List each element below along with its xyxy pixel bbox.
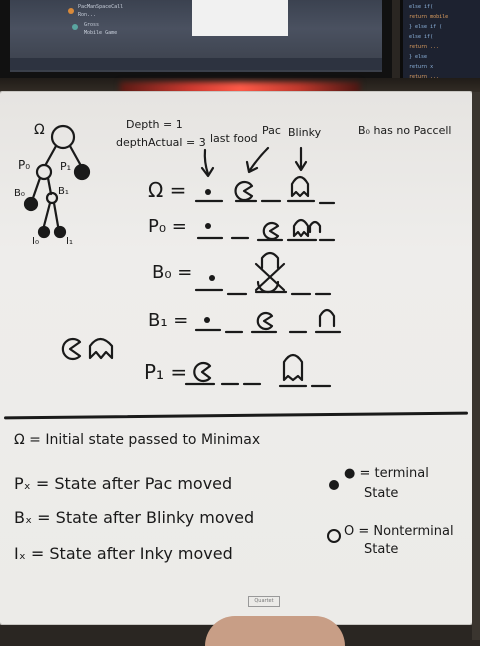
ghost-icon: [290, 175, 310, 198]
food-dot-icon: [204, 317, 210, 323]
legend-ix: Iₓ = State after Inky moved: [14, 544, 233, 563]
legend-px: Pₓ = State after Pac moved: [14, 474, 233, 493]
screen-text: Gross: [84, 22, 100, 28]
tree-edge: [68, 144, 82, 166]
legend-bx: Bₓ = State after Blinky moved: [14, 508, 255, 527]
pacman-icon: [262, 221, 280, 241]
tree-p1-label: P₁: [60, 160, 72, 173]
tree-edge: [46, 176, 53, 196]
pacman-icon: [193, 361, 212, 383]
code-line: } else: [409, 54, 428, 60]
depth-label: Depth = 1: [126, 118, 183, 131]
code-line: else if(: [409, 34, 434, 40]
screen-avatar-icon: [72, 24, 78, 30]
tree-p0-node: [35, 163, 53, 181]
row-p0-label: P₀ =: [148, 216, 187, 237]
ghost-icon: [282, 353, 304, 382]
arrow-last-food: [203, 148, 210, 176]
cross-out-mark: [254, 262, 286, 292]
tree-root-label: Ω: [34, 122, 45, 138]
note-b0: B₀ has no Paccell: [358, 124, 452, 137]
code-line: return x: [409, 64, 434, 70]
food-dot-icon: [205, 223, 211, 229]
depth-actual-label: depthActual = 3: [116, 136, 206, 149]
screen-window: [192, 0, 288, 36]
monitor-screen: PacManSpaceCall Ron... Gross Mobile Game: [10, 0, 382, 72]
tree-i0-label: I₀: [32, 236, 39, 247]
code-line: else if(: [409, 4, 434, 10]
arrow-head: [200, 166, 215, 178]
legend-terminal: ● = terminal: [344, 466, 429, 481]
board-edge: [472, 92, 480, 640]
ghost-icon: [308, 220, 322, 234]
tree-edge: [31, 176, 42, 200]
nonterminal-circle-icon: [327, 529, 341, 543]
tree-edge: [42, 201, 52, 228]
tree-edge: [52, 201, 60, 228]
screen-text: Mobile Game: [84, 30, 118, 36]
arrow-pac: [248, 146, 270, 172]
brand-logo: Quartet: [248, 596, 280, 607]
tree-p1-node: [73, 163, 91, 181]
tree-i1-node: [53, 225, 67, 239]
pacman-sketch-icon: [61, 337, 82, 361]
legend-nonterminal-state: State: [364, 542, 399, 557]
ghost-sketch-icon: [88, 337, 114, 360]
ghost-icon: [318, 308, 336, 328]
ghost-icon: [292, 218, 310, 238]
monitor: PacManSpaceCall Ron... Gross Mobile Game: [0, 0, 392, 86]
header-pac: Pac: [262, 124, 281, 137]
code-monitor: else if( return mobile } else if ( else …: [400, 0, 480, 88]
terminal-dot-icon: [329, 480, 339, 490]
code-line: return ...: [409, 74, 440, 80]
tree-root-node: [50, 124, 76, 150]
tree-i1-label: I₁: [66, 236, 73, 247]
tree-edge: [44, 144, 58, 166]
row-omega-label: Ω =: [148, 178, 187, 202]
tree-i0-node: [37, 225, 51, 239]
arrow-head: [294, 160, 308, 172]
code-line: return mobile: [409, 14, 449, 20]
pacman-icon: [256, 280, 280, 294]
header-last-food: last food: [210, 132, 258, 145]
arrow-head: [245, 160, 259, 174]
pacman-icon: [256, 311, 274, 331]
legend-omega: Ω = Initial state passed to Minimax: [14, 432, 261, 448]
screen-text: PacManSpaceCall: [78, 4, 124, 10]
row-b0-label: B₀ =: [152, 262, 193, 283]
pacman-icon: [234, 180, 254, 202]
legend-nonterminal: O = Nonterminal: [344, 524, 454, 539]
tree-b0-label: B₀: [14, 188, 25, 199]
screen-avatar-icon: [68, 8, 74, 14]
row-b1-label: B₁ =: [148, 310, 189, 331]
code-line: return ...: [409, 44, 440, 50]
hand: [205, 616, 345, 646]
code-line: } else if (: [409, 24, 443, 30]
tree-p0-label: P₀: [18, 158, 31, 172]
legend-terminal-state: State: [364, 486, 399, 501]
screen-text: Ron...: [78, 12, 97, 18]
tree-b0-node: [23, 196, 39, 212]
row-p1-label: P₁ =: [144, 360, 188, 384]
tree-b1-node: [45, 191, 59, 205]
food-dot-icon: [209, 275, 215, 281]
tree-b1-label: B₁: [58, 186, 69, 197]
taskbar: [10, 58, 382, 70]
ghost-icon: [260, 251, 280, 270]
food-dot-icon: [205, 189, 211, 195]
header-blinky: Blinky: [288, 126, 322, 139]
